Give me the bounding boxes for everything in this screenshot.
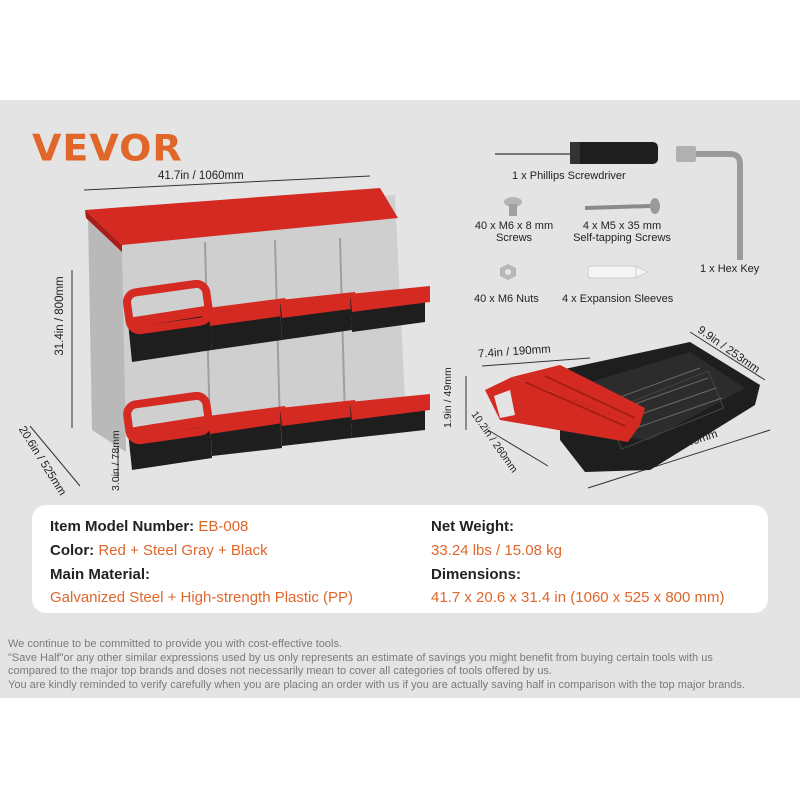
width-dimension-line xyxy=(83,175,371,191)
lower-trays xyxy=(123,391,430,470)
spec-color: Color: Red + Steel Gray + Black xyxy=(50,542,268,559)
spec-weight-label: Net Weight: xyxy=(431,518,515,535)
spec-material-value: Galvanized Steel + High-strength Plastic… xyxy=(50,589,354,606)
screws-label: 40 x M6 x 8 mm Screws xyxy=(474,220,554,244)
leg-dimension-label: 3.0in / 78mm xyxy=(110,430,122,491)
depth-dimension-line xyxy=(29,425,81,487)
disclaimer-line: compared to the major top brands and dos… xyxy=(8,665,552,678)
spec-dimensions-value: 41.7 x 20.6 x 31.4 in (1060 x 525 x 800 … xyxy=(431,589,725,606)
screwdriver-icon xyxy=(495,142,658,164)
self-tapping-screws-label: 4 x M5 x 35 mm Self-tapping Screws xyxy=(573,220,671,244)
disclaimer-line: You are kindly reminded to verify carefu… xyxy=(8,678,745,691)
single-tray-image xyxy=(465,331,771,489)
width-dimension-label: 41.7in / 1060mm xyxy=(158,170,244,182)
disclaimer-line: "Save Half"or any other similar expressi… xyxy=(8,651,713,664)
spec-material-label: Main Material: xyxy=(50,566,151,583)
expansion-sleeves-label: 4 x Expansion Sleeves xyxy=(562,293,674,305)
nut-icon xyxy=(500,264,516,280)
steel-side xyxy=(88,218,126,452)
tray-width-dimension-line xyxy=(481,357,591,367)
nesting-box-image xyxy=(29,175,430,487)
nuts-label: 40 x M6 Nuts xyxy=(474,293,539,305)
brand-logo: VEVOR xyxy=(32,127,183,169)
disclaimer-text: We continue to be committed to provide y… xyxy=(8,638,798,692)
screw-icon xyxy=(504,197,522,216)
product-infographic: VEVOR xyxy=(0,100,800,698)
tray-inner-dimension-line xyxy=(487,429,549,467)
upper-trays xyxy=(123,279,430,362)
self-tapping-screw-icon xyxy=(584,198,660,214)
spec-dimensions-label: Dimensions: xyxy=(431,566,522,583)
red-roof xyxy=(85,188,398,245)
disclaimer-line: We continue to be committed to provide y… xyxy=(8,638,343,650)
height-dimension-label: 31.4in / 800mm xyxy=(54,276,66,356)
spec-weight-value: 33.24 lbs / 15.08 kg xyxy=(431,542,562,559)
hex-key-label: 1 x Hex Key xyxy=(700,263,760,275)
product-illustration xyxy=(29,142,771,489)
tray-depth-dimension-line xyxy=(689,331,766,381)
spec-panel: Item Model Number: EB-008 Color: Red + S… xyxy=(32,505,768,613)
expansion-sleeve-icon xyxy=(587,265,650,279)
spec-model: Item Model Number: EB-008 xyxy=(50,518,249,535)
hex-key-icon xyxy=(676,146,743,260)
tray-height-label: 1.9in / 49mm xyxy=(442,367,454,428)
tray-length-dimension-line xyxy=(587,429,771,489)
screwdriver-label: 1 x Phillips Screwdriver xyxy=(512,170,626,182)
